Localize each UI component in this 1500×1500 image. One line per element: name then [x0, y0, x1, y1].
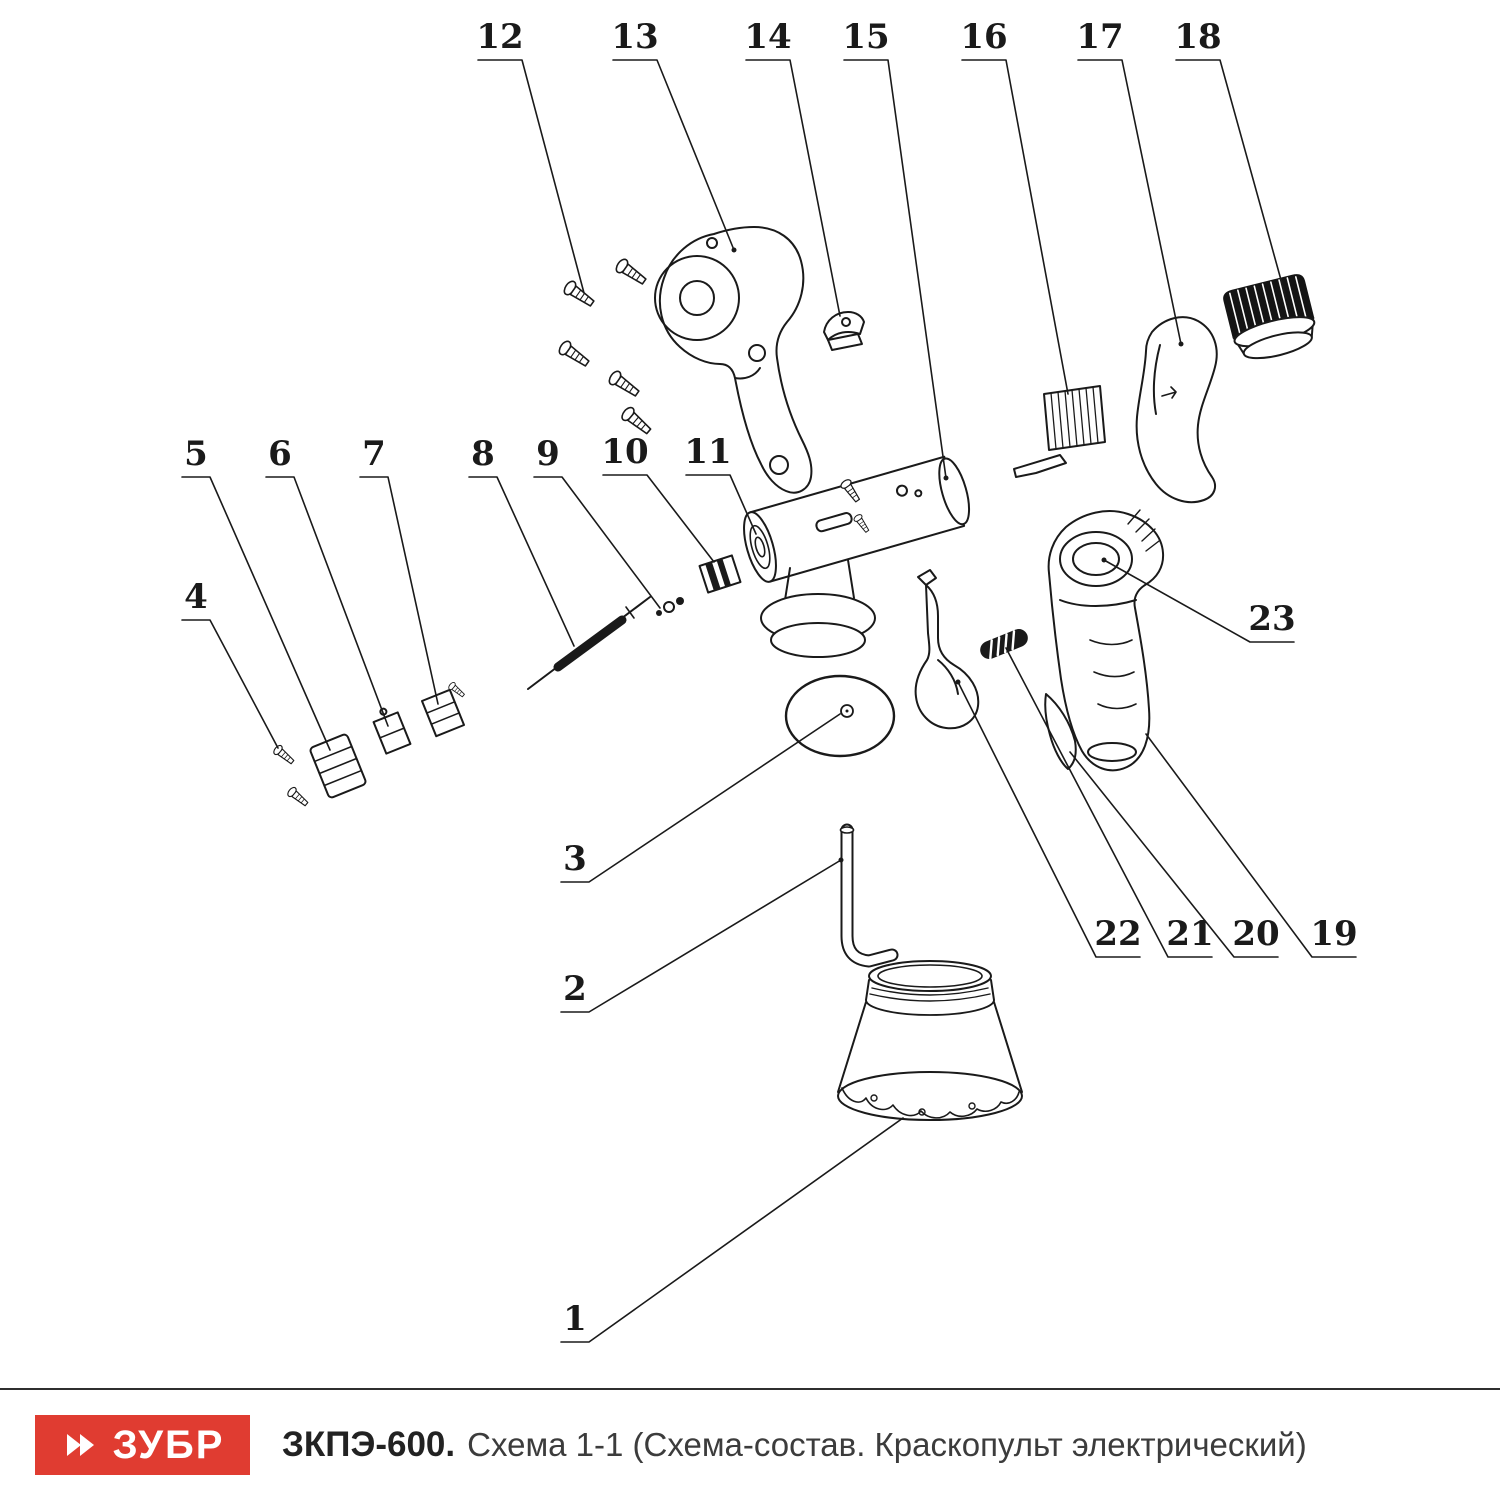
part-drawing-gasket-3	[784, 674, 896, 758]
part-callout-20: 20	[1069, 751, 1280, 958]
part-label-1: 1	[563, 1299, 587, 1339]
part-callout-8: 8	[468, 434, 575, 647]
part-label-5: 5	[184, 434, 208, 474]
part-drawing-grip-19	[1047, 509, 1165, 772]
part-callout-7: 7	[359, 434, 439, 705]
arrow-mark-icon	[1161, 386, 1177, 399]
part-drawing-block-5	[309, 733, 367, 799]
part-drawing-tube-2	[839, 823, 899, 968]
part-label-18: 18	[1174, 17, 1221, 57]
part-callout-2: 2	[560, 857, 844, 1013]
part-label-20: 20	[1232, 914, 1279, 954]
part-label-4: 4	[184, 577, 208, 617]
part-label-23: 23	[1248, 599, 1295, 639]
model-number: ЗКПЭ-600.	[282, 1425, 456, 1464]
part-label-3: 3	[563, 839, 587, 879]
part-drawing-spring-21	[980, 629, 1028, 660]
part-callout-11: 11	[684, 432, 757, 535]
part-drawing-screws-12	[556, 256, 655, 438]
brand-name: ЗУБР	[112, 1423, 225, 1467]
part-label-13: 13	[611, 17, 658, 57]
part-callout-16: 16	[960, 17, 1069, 395]
part-label-8: 8	[471, 434, 495, 474]
part-label-14: 14	[744, 17, 791, 57]
part-callout-21: 21	[1005, 647, 1214, 958]
part-drawing-filter-16	[1013, 385, 1106, 478]
part-label-15: 15	[842, 17, 889, 57]
part-drawing-guide-7	[420, 680, 467, 738]
part-callout-15: 15	[842, 17, 949, 481]
part-callout-14: 14	[744, 17, 841, 317]
part-callout-10: 10	[601, 432, 715, 563]
part-callout-17: 17	[1076, 17, 1184, 347]
part-drawing-container-1	[837, 960, 1023, 1121]
part-label-17: 17	[1076, 17, 1123, 57]
part-callout-12: 12	[476, 17, 585, 294]
part-label-2: 2	[563, 969, 587, 1009]
part-drawing-orings-9	[656, 597, 684, 616]
part-callout-22: 22	[955, 679, 1142, 958]
part-drawing-bracket-14	[823, 311, 865, 351]
part-callout-9: 9	[533, 434, 661, 609]
part-callout-4: 4	[181, 577, 279, 749]
part-label-10: 10	[601, 432, 648, 472]
part-callout-5: 5	[181, 434, 331, 751]
part-drawing-needle-8	[527, 596, 651, 690]
bison-icon	[66, 1434, 94, 1456]
part-label-22: 22	[1094, 914, 1141, 954]
part-label-12: 12	[476, 17, 523, 57]
part-drawing-screws-4	[271, 743, 311, 809]
part-label-7: 7	[362, 434, 386, 474]
part-label-9: 9	[536, 434, 560, 474]
exploded-diagram: 1 2 3 4 5 6	[181, 17, 1358, 1343]
drawing-caption: ЗКПЭ-600. Схема 1-1 (Схема-состав. Краско…	[282, 1425, 1307, 1465]
part-drawing-seal-20	[1044, 693, 1077, 770]
part-drawing-insert-10	[698, 554, 742, 594]
part-drawing-handle-housing-13	[654, 226, 813, 494]
part-label-21: 21	[1166, 914, 1213, 954]
part-label-6: 6	[268, 434, 292, 474]
part-label-16: 16	[960, 17, 1007, 57]
title-block: ЗУБР ЗКПЭ-600. Схема 1-1 (Схема-состав. К…	[0, 1388, 1500, 1500]
scheme-title: Схема 1-1 (Схема-состав. Краскопульт эле…	[467, 1426, 1307, 1463]
part-label-19: 19	[1310, 914, 1357, 954]
part-callout-23: 23	[1101, 557, 1296, 643]
part-callout-3: 3	[560, 713, 841, 883]
part-drawing-nozzle-cap-18	[1223, 274, 1316, 360]
part-callout-18: 18	[1174, 17, 1287, 299]
part-drawing-shell-17	[1135, 316, 1218, 504]
part-callout-6: 6	[265, 434, 389, 727]
part-callout-19: 19	[1145, 733, 1358, 958]
part-drawing-barrel-15	[743, 455, 971, 658]
part-callout-1: 1	[560, 1117, 904, 1343]
part-label-11: 11	[684, 432, 731, 472]
part-drawing-plate-6	[372, 707, 412, 755]
brand-logo: ЗУБР	[35, 1415, 250, 1475]
part-callout-13: 13	[611, 17, 737, 253]
